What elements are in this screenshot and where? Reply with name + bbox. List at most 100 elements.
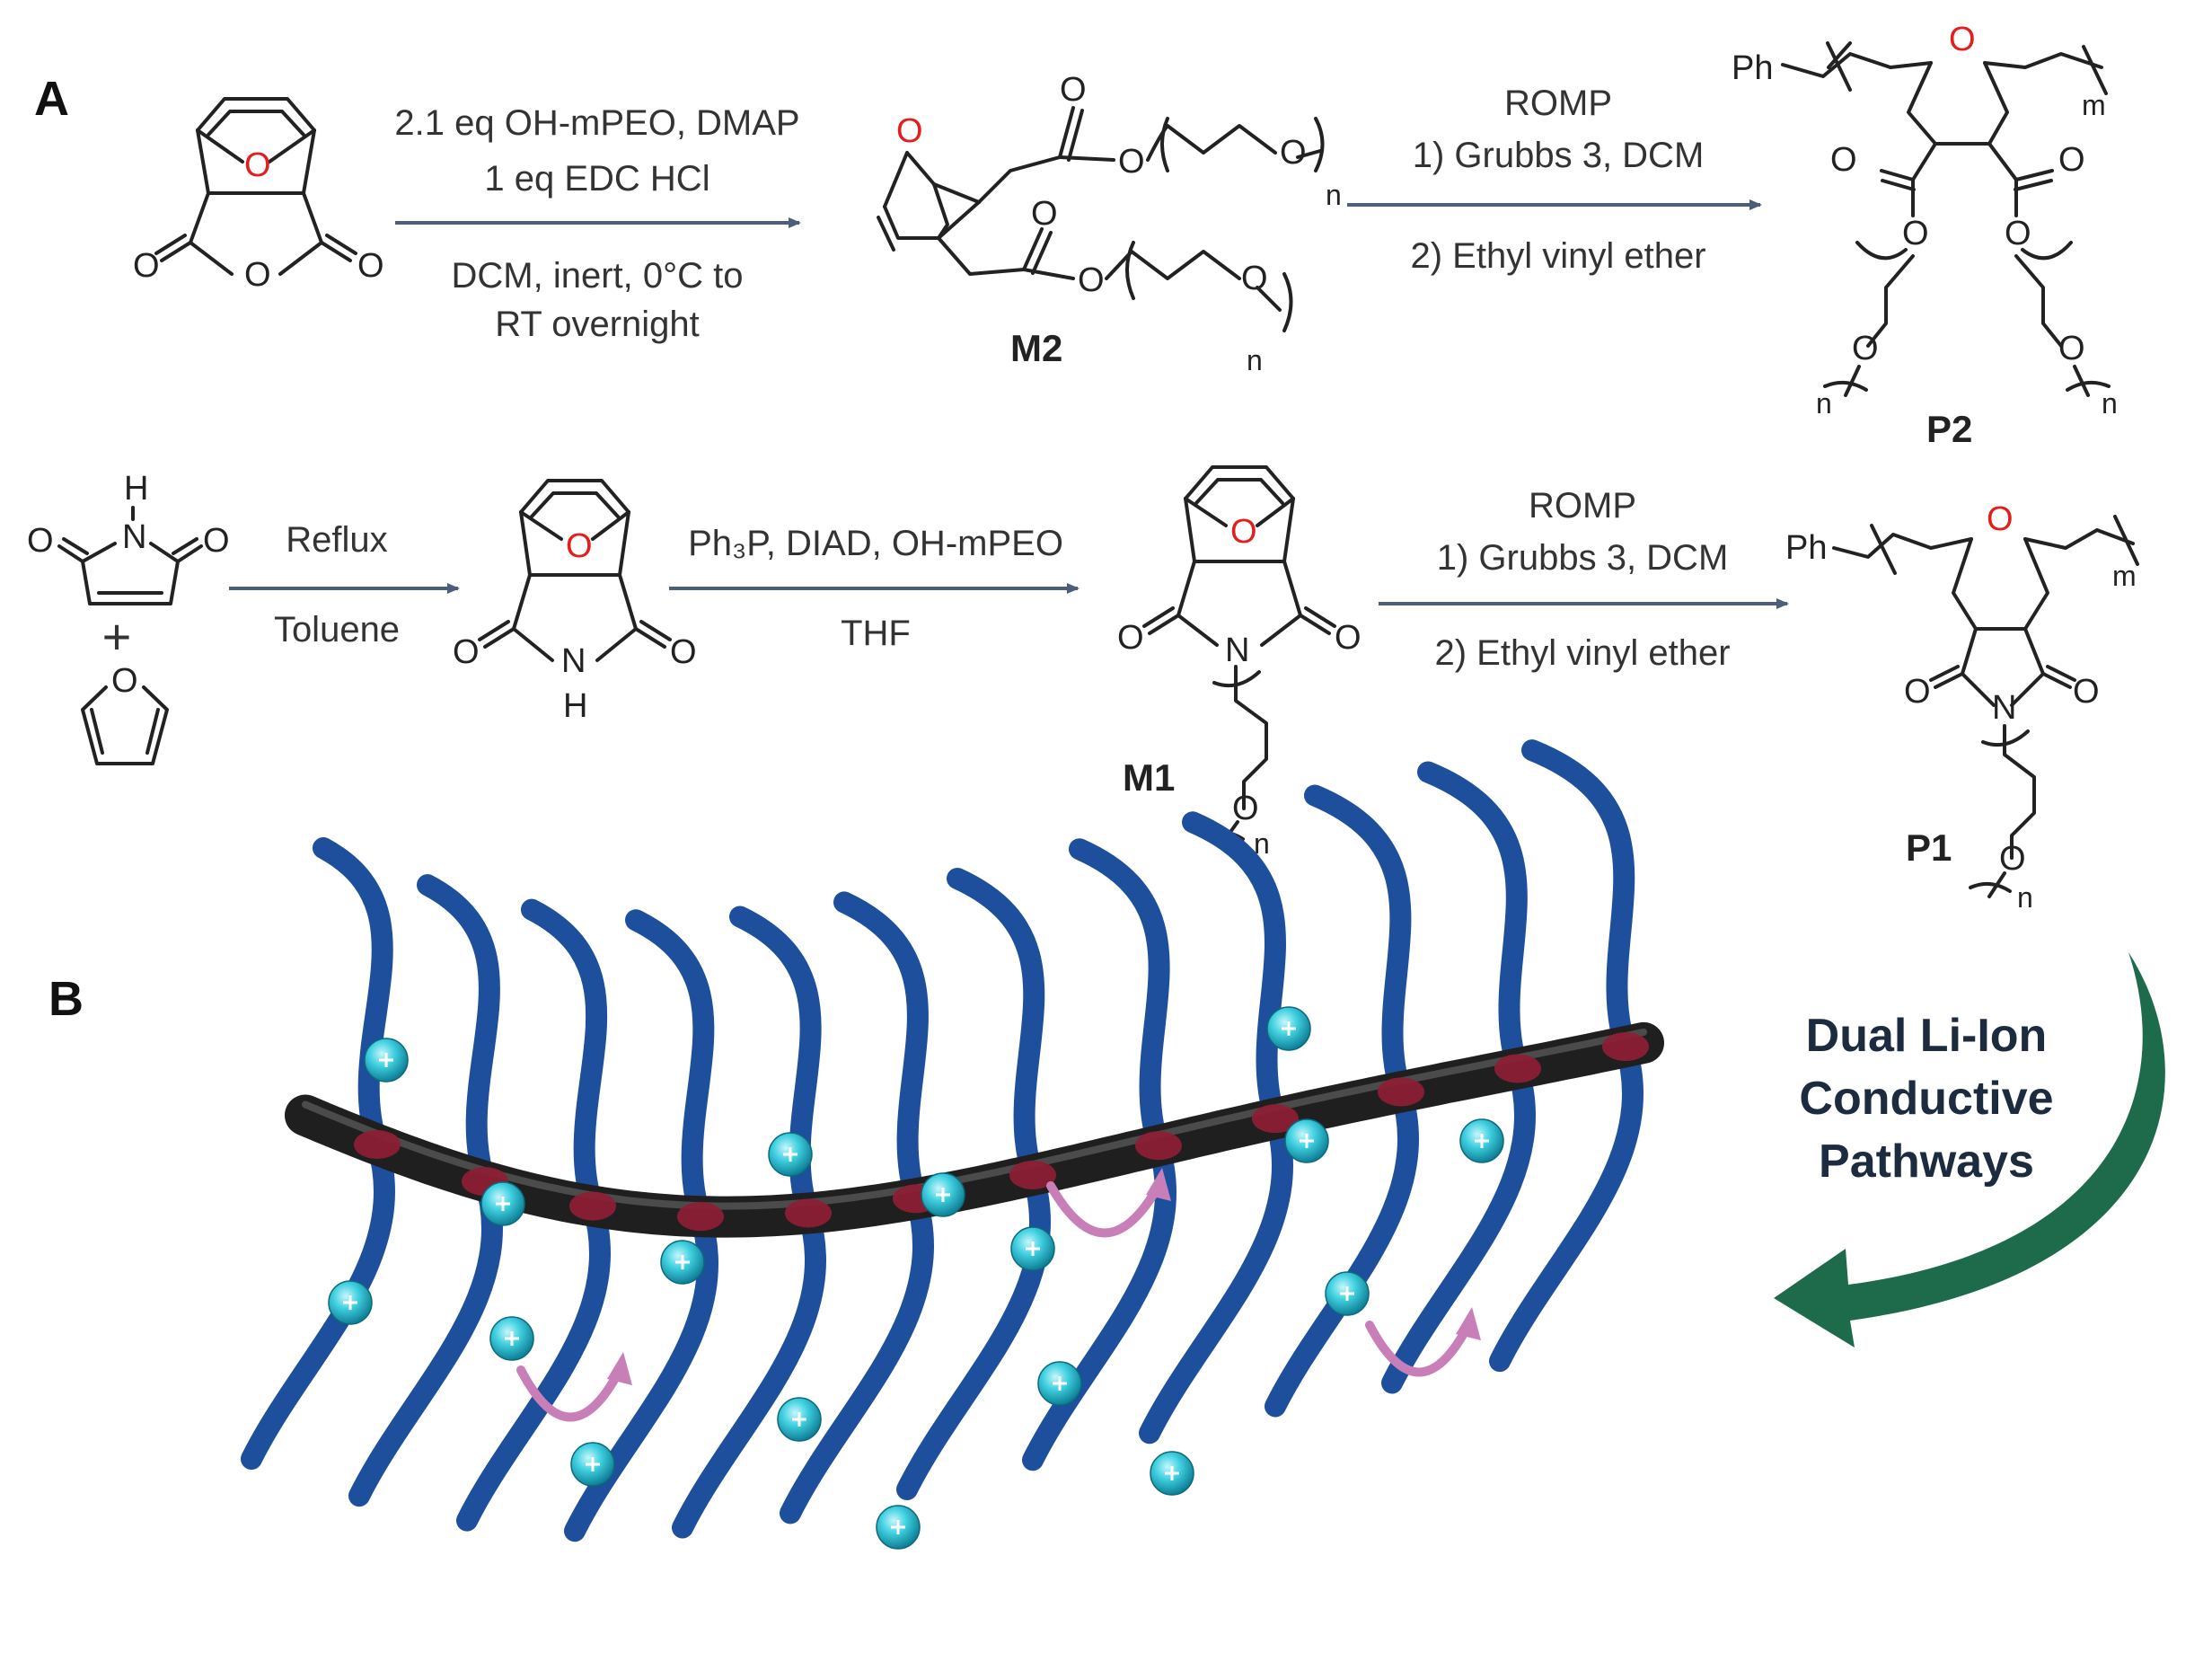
maleimide-structure: H N O O (27, 470, 230, 605)
mitsunobu-reagents: Ph₃P, DIAD, OH-mPEO (688, 524, 1063, 563)
m2-monomer-structure: O O O O n O O O n (877, 71, 1342, 376)
bridge-oxygen-atom: O (566, 527, 593, 565)
carbonyl-oxygen-atom: O (1060, 71, 1087, 109)
repeat-n-subscript: n (1816, 387, 1832, 420)
ester-oxygen-atom: O (2005, 215, 2031, 252)
esterification-reagent-line-2: 1 eq EDC HCl (484, 159, 709, 199)
carbonyl-oxygen-atom: O (2058, 141, 2085, 179)
peg-oxygen-atom: O (2058, 330, 2085, 367)
curved-callout-arrow (1774, 952, 2165, 1348)
esterification-condition-line-1: DCM, inert, 0°C to (452, 256, 744, 296)
li-ion-plus-mark (1165, 1466, 1179, 1480)
callout-line-1: Dual Li-Ion (1806, 1010, 2048, 1062)
diels-alder-condition-below: Toluene (274, 610, 400, 650)
diels-alder-condition-above: Reflux (286, 520, 387, 560)
li-ion-plus-mark (1340, 1286, 1354, 1301)
peg-oxygen-atom: O (1852, 330, 1879, 367)
side-chain-junction (1252, 1104, 1299, 1134)
carbonyl-oxygen-atom: O (453, 633, 480, 671)
side-chain-junction (1135, 1131, 1182, 1161)
repeat-n-subscript: n (2017, 881, 2033, 914)
repeat-m-subscript: m (2112, 560, 2137, 592)
imide-hydrogen-atom: H (563, 687, 587, 725)
bridge-oxygen-atom: O (244, 146, 271, 184)
repeat-m-subscript: m (2082, 89, 2106, 121)
li-ion-plus-mark (891, 1520, 905, 1534)
li-ion-plus-mark (586, 1457, 600, 1471)
peg-oxygen-atom: O (1280, 134, 1307, 172)
ion-hop-arrowhead (607, 1352, 632, 1385)
romp-reagent-line-1: 1) Grubbs 3, DCM (1413, 136, 1705, 175)
compound-label-p2: P2 (1926, 408, 1972, 450)
m1-monomer-structure: O N O O O n (1117, 465, 1362, 860)
callout-line-3: Pathways (1819, 1136, 2034, 1188)
esterification-reagent-line-1: 2.1 eq OH-mPEO, DMAP (394, 103, 799, 143)
imide-nitrogen-atom: N (122, 518, 146, 556)
imide-nitrogen-atom: N (1992, 689, 2016, 727)
li-ion-plus-mark (1475, 1134, 1489, 1148)
carbonyl-oxygen-atom: O (203, 522, 230, 560)
li-ion-plus-mark (936, 1188, 950, 1202)
repeat-n-subscript: n (2102, 387, 2118, 420)
li-ion-plus-mark (505, 1331, 519, 1346)
side-chain-junction (1494, 1054, 1541, 1083)
romp-label: ROMP (1504, 84, 1612, 123)
ion-hop-arrowhead (1146, 1168, 1171, 1201)
li-ion-plus-mark (379, 1053, 393, 1067)
ion-hop-arrow (516, 1365, 624, 1422)
carbonyl-oxygen-atom: O (1830, 141, 1857, 179)
furan-oxygen-atom: O (111, 662, 138, 700)
p1-polymer-structure: Ph O m N O O O n (1785, 500, 2139, 914)
li-ion-plus-mark (1053, 1376, 1067, 1391)
side-chain-junction (354, 1129, 401, 1159)
backbone-highlight (302, 1028, 1647, 1210)
li-ion-plus-mark (496, 1197, 510, 1211)
bridge-oxygen-atom: O (1230, 513, 1257, 551)
oxanorbornene-imide-structure: O N H O O (453, 479, 697, 725)
compound-label-p1: P1 (1906, 826, 1952, 869)
li-ion-plus-mark (675, 1255, 690, 1269)
panel-label-a: A (34, 72, 69, 126)
ion-hop-arrowhead (1456, 1307, 1481, 1340)
side-chain-junction (1602, 1032, 1649, 1062)
carbonyl-oxygen-atom: O (1031, 195, 1058, 233)
phenyl-end-group: Ph (1785, 529, 1827, 567)
carbonyl-oxygen-atom: O (2073, 673, 2100, 711)
side-chain-junction (1378, 1077, 1424, 1107)
side-chain-junction (1009, 1160, 1056, 1189)
bridge-oxygen-atom: O (896, 112, 923, 150)
li-ion-plus-mark (783, 1147, 798, 1162)
compound-label-m2: M2 (1010, 327, 1062, 369)
ester-oxygen-atom: O (1902, 215, 1929, 252)
li-ion-plus-mark (1026, 1242, 1040, 1256)
side-chain-layer (241, 739, 1644, 1542)
repeat-n-subscript: n (1247, 344, 1263, 376)
furan-structure: O (81, 662, 169, 765)
ion-hop-arrow (1365, 1321, 1473, 1377)
ester-oxygen-atom: O (1078, 261, 1105, 299)
carbonyl-oxygen-atom: O (27, 522, 54, 560)
plus-sign: + (102, 608, 132, 665)
romp-label: ROMP (1529, 486, 1636, 526)
ring-oxygen-atom: O (1987, 500, 2014, 538)
peg-oxygen-atom: O (1999, 840, 2026, 878)
romp-reagent-line-2: 2) Ethyl vinyl ether (1410, 236, 1705, 276)
imide-hydrogen-atom: H (124, 470, 148, 508)
li-ion-plus-mark (1282, 1021, 1296, 1036)
ester-oxygen-atom: O (1118, 143, 1145, 181)
repeat-n-subscript: n (1326, 179, 1342, 211)
esterification-condition-line-2: RT overnight (495, 305, 700, 344)
li-ion-plus-mark (343, 1295, 357, 1310)
romp-reagent-line-1: 1) Grubbs 3, DCM (1437, 538, 1729, 578)
carbonyl-oxygen-atom: O (1904, 673, 1931, 711)
callout-line-2: Conductive (1799, 1073, 2053, 1125)
ring-oxygen-atom: O (1949, 21, 1976, 58)
phenyl-end-group: Ph (1732, 49, 1773, 87)
mitsunobu-solvent: THF (841, 614, 911, 653)
carbonyl-oxygen-atom: O (670, 633, 697, 671)
li-ion-plus-mark (792, 1412, 806, 1427)
anhydride-oxygen-atom: O (244, 256, 271, 294)
imide-nitrogen-atom: N (1225, 632, 1249, 669)
compound-label-m1: M1 (1123, 756, 1175, 799)
